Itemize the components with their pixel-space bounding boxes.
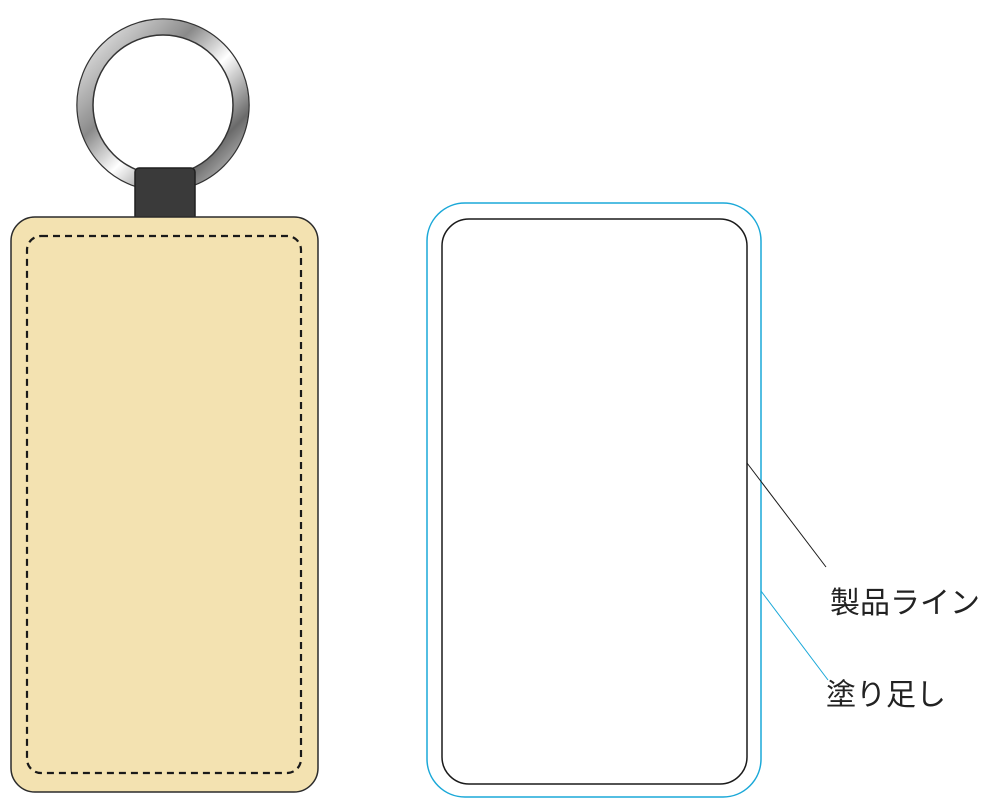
bleed-label: 塗り足し — [826, 678, 946, 713]
bleed-leader — [760, 590, 829, 681]
print-template: 製品ライン 塗り足し — [426, 202, 980, 798]
product-line-leader — [746, 462, 827, 568]
keychain-leather-body — [10, 216, 319, 793]
keychain-illustration — [10, 18, 319, 793]
key-ring-icon — [76, 18, 250, 192]
product-outline — [441, 218, 748, 785]
bleed-outline — [426, 202, 762, 798]
product-line-label: 製品ライン — [830, 586, 980, 621]
keychain-stitch-line — [25, 234, 303, 775]
